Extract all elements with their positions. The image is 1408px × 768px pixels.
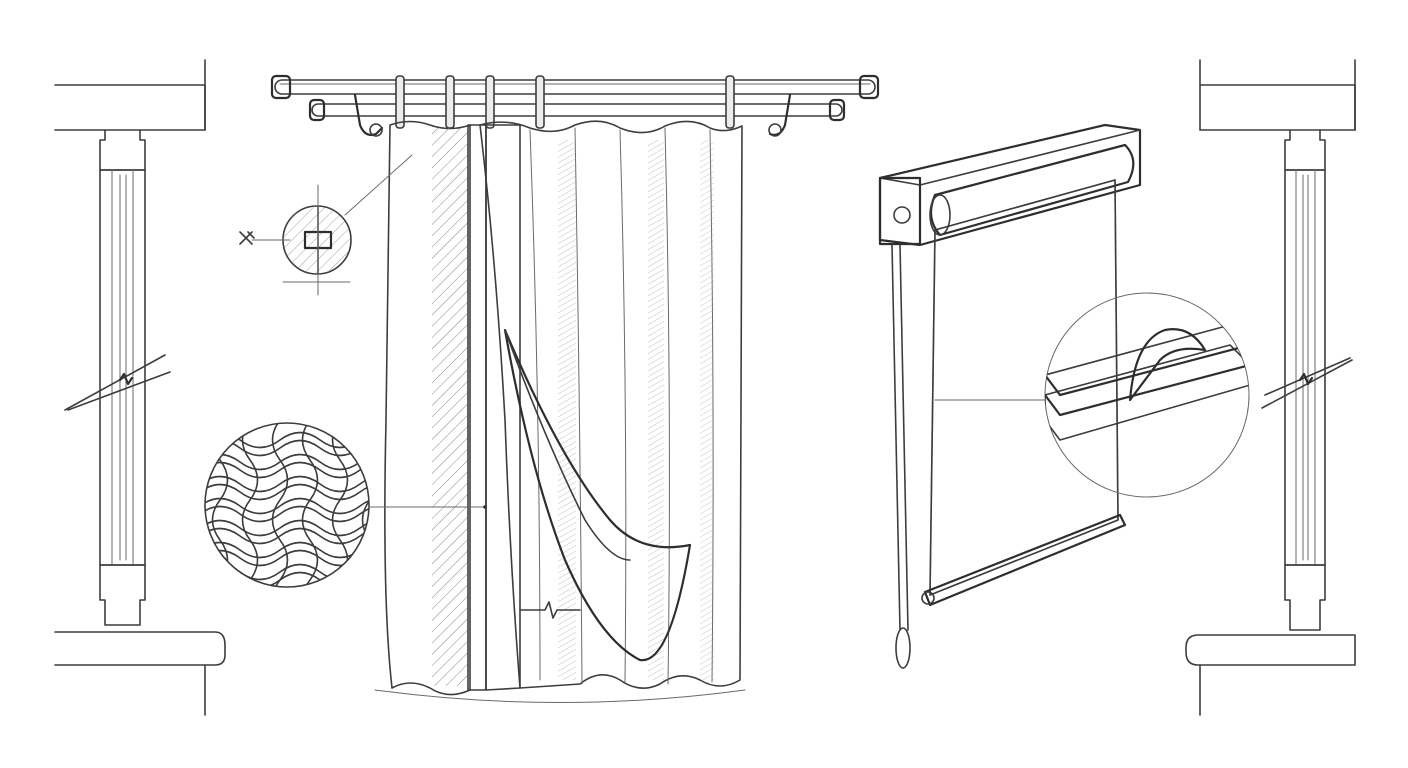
left-window-section bbox=[54, 59, 226, 716]
fabric-layers-detail bbox=[1044, 292, 1250, 498]
curtain-rod bbox=[270, 74, 880, 137]
roller-blind bbox=[878, 123, 1142, 669]
blackout-curtain bbox=[374, 120, 746, 703]
right-window-section bbox=[1185, 59, 1356, 716]
cross-section-detail-callout bbox=[239, 154, 413, 296]
